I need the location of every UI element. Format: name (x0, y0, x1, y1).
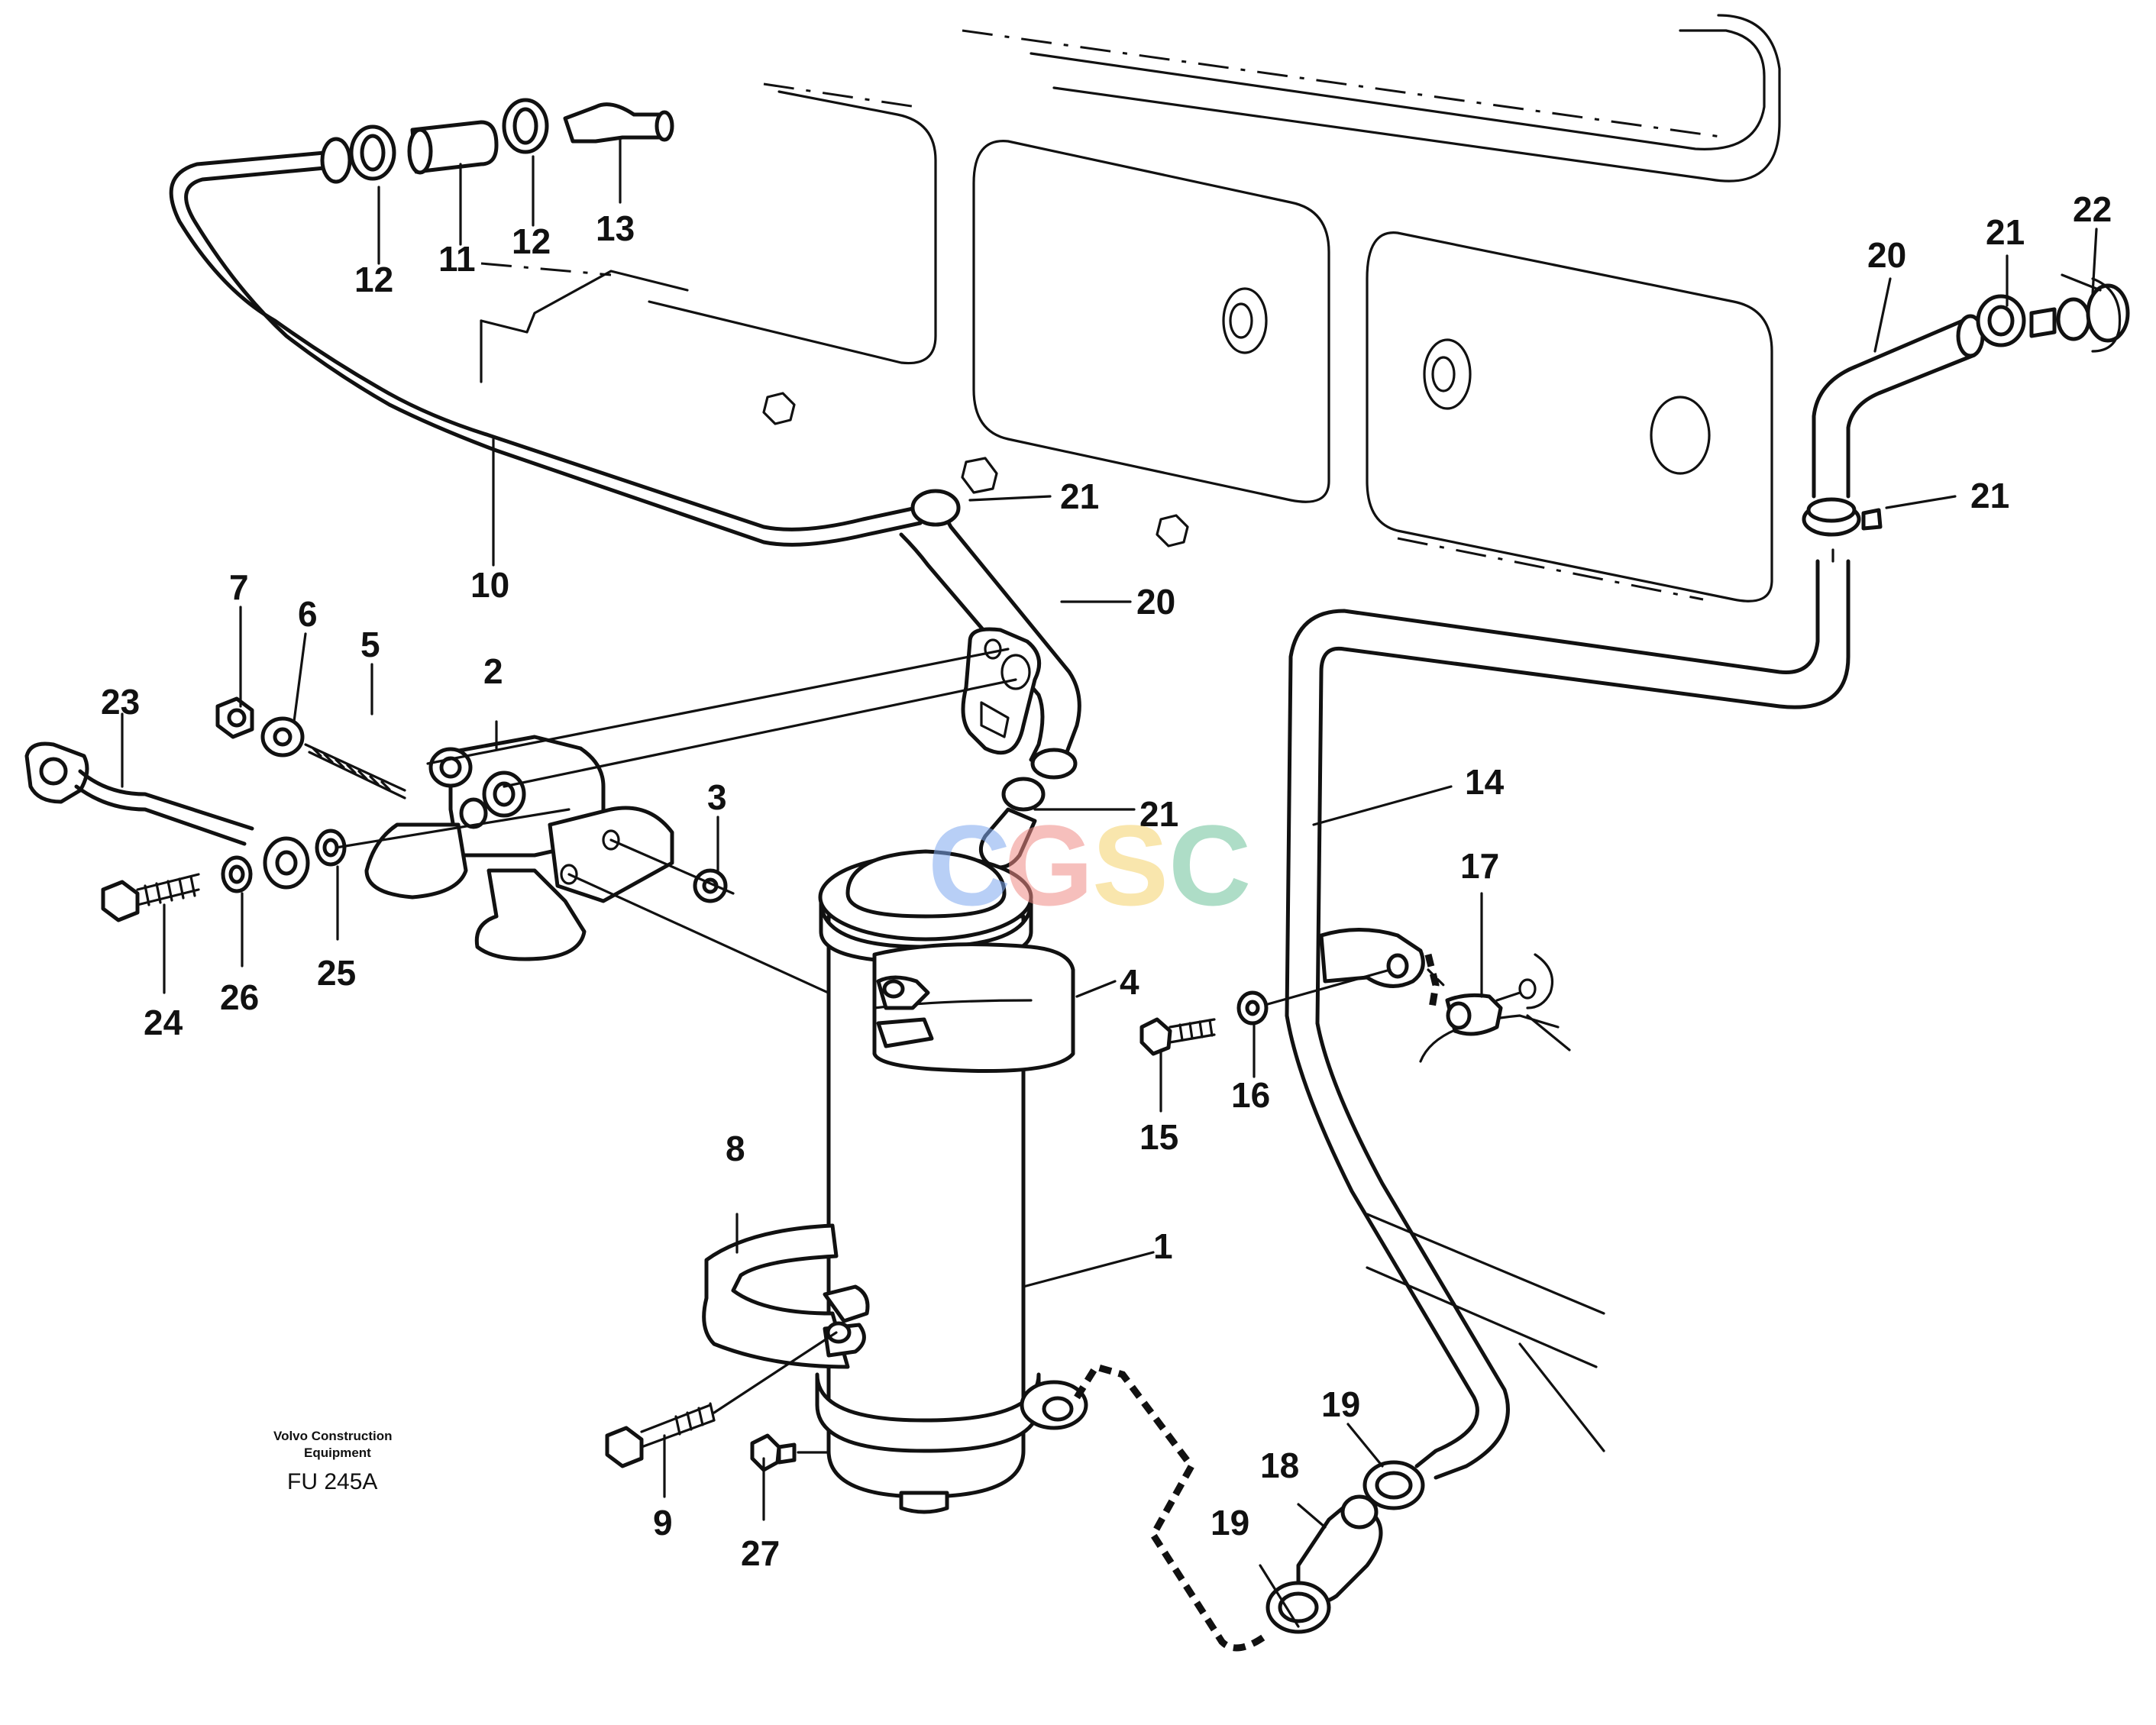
callout-10: 10 (470, 565, 509, 605)
callout-labels: 12 11 12 13 10 21 20 21 4 1 8 9 27 2 3 5… (101, 189, 2112, 1573)
callout-6: 6 (298, 594, 318, 634)
watermark-letter-g: G (1004, 801, 1094, 929)
leader-lines (121, 136, 2098, 1628)
fitting-22 (2056, 297, 2091, 341)
clamp-21-top (910, 489, 961, 527)
callout-14: 14 (1465, 762, 1505, 802)
callout-19-upper: 19 (1321, 1384, 1360, 1424)
bolt-5 (304, 743, 406, 800)
guide-line (1266, 968, 1392, 1006)
washer-16 (1236, 990, 1269, 1026)
nut-27 (750, 1433, 830, 1472)
callout-4: 4 (1120, 962, 1139, 1002)
watermark-letter-c1: C (928, 801, 1010, 929)
bracket-17-area (1319, 928, 1571, 1051)
filter-head-2 (364, 735, 674, 961)
callout-21-upper: 21 (1986, 212, 2025, 252)
callout-7: 7 (229, 567, 249, 607)
callout-2: 2 (483, 651, 503, 691)
callout-19-lower: 19 (1211, 1503, 1249, 1542)
washer-3 (693, 868, 728, 903)
bracket-plate (961, 627, 1042, 755)
callout-23: 23 (101, 682, 140, 722)
guide-line (426, 648, 1010, 765)
pipe-20-right (1802, 273, 2130, 563)
bolt-24 (101, 873, 200, 922)
clamp-4 (872, 942, 1075, 1073)
watermark: C G S C (928, 801, 1251, 929)
clamp-21-lower (1001, 777, 1046, 812)
frame-structure (480, 14, 1781, 1452)
nut-7 (215, 696, 254, 739)
washer-26 (221, 855, 253, 893)
callout-12-right: 12 (512, 221, 551, 261)
bolt-15 (1139, 1017, 1216, 1056)
callout-25: 25 (317, 953, 356, 993)
watermark-letter-c2: C (1169, 801, 1251, 929)
callout-22: 22 (2073, 189, 2112, 229)
callout-15: 15 (1139, 1117, 1178, 1157)
watermark-letter-s: S (1092, 801, 1169, 929)
callout-20-right: 20 (1867, 235, 1906, 275)
callout-9: 9 (653, 1503, 673, 1542)
callout-17: 17 (1460, 846, 1499, 886)
callout-21-mid: 21 (1970, 476, 2009, 515)
pipe-10 (169, 150, 923, 547)
washer-6 (260, 716, 305, 758)
callout-12-left: 12 (354, 260, 393, 299)
caption: Volvo Construction Equipment FU 245A (273, 1429, 393, 1494)
callout-3: 3 (707, 777, 727, 817)
callout-21-top: 21 (1060, 476, 1099, 516)
callout-8: 8 (726, 1129, 745, 1168)
callout-24: 24 (144, 1003, 183, 1042)
callout-5: 5 (360, 625, 380, 664)
hose-assembly-top (320, 98, 674, 184)
callout-1: 1 (1153, 1226, 1173, 1266)
hose-18 (1265, 1460, 1425, 1634)
callout-16: 16 (1231, 1075, 1270, 1115)
callout-21-lower: 21 (1139, 794, 1178, 834)
callout-18: 18 (1260, 1446, 1299, 1485)
guide-line (609, 838, 735, 895)
clamp-8 (702, 1223, 870, 1369)
washer-25 (315, 829, 347, 867)
caption-figure-code: FU 245A (287, 1469, 377, 1494)
pipe-23 (24, 741, 310, 890)
hose-11 (410, 120, 499, 174)
callout-20-center: 20 (1136, 582, 1175, 622)
elbow-13 (563, 102, 671, 144)
drain-line (1074, 1362, 1270, 1652)
callout-13: 13 (596, 208, 635, 248)
callout-11: 11 (438, 239, 476, 279)
guide-line (503, 678, 1017, 788)
pipe-14 (1285, 559, 1851, 1480)
caption-company-line2: Equipment (304, 1446, 371, 1460)
caption-company-line1: Volvo Construction (273, 1429, 393, 1443)
callout-26: 26 (220, 977, 259, 1017)
bolt-9 (605, 1331, 838, 1468)
callout-27: 27 (741, 1533, 780, 1573)
guide-line (335, 808, 571, 849)
